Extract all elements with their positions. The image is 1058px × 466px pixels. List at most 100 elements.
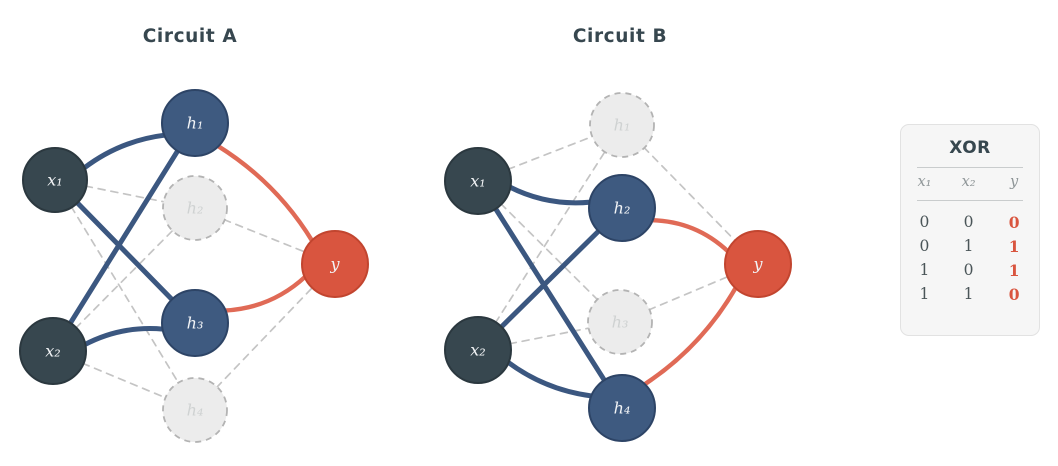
edge-h4-to-y (215, 286, 314, 389)
truth-table-header-x2: x₂ (961, 174, 976, 190)
truth-table-cell-y: 0 (1008, 212, 1020, 232)
node-circle-h1[interactable] (589, 92, 655, 158)
edge-h4-to-y (641, 285, 739, 387)
node-circle-h4[interactable] (162, 377, 228, 443)
edge-x1-to-h3 (74, 199, 176, 303)
edge-x1-to-h4 (70, 205, 180, 385)
node-h2[interactable]: h₂ (162, 175, 228, 241)
circuit-a-title: Circuit A (143, 26, 238, 47)
truth-table-title: XOR (949, 138, 991, 158)
truth-table-row: 0 1 1 (901, 234, 1039, 258)
edge-x1-to-h2 (506, 184, 594, 206)
truth-table-spacer (901, 203, 1039, 210)
node-y[interactable]: y (724, 230, 792, 298)
node-circle-x1[interactable] (444, 147, 512, 215)
node-circle-h1[interactable] (161, 89, 229, 157)
edge-x2-to-h3 (81, 326, 167, 348)
edge-x1-to-h1 (81, 132, 168, 171)
node-label-x1: x₁ (470, 172, 485, 191)
node-label-h3: h₃ (612, 313, 629, 332)
rule-line (917, 199, 1023, 201)
truth-table-cell-y: 1 (1008, 260, 1020, 280)
node-circle-x2[interactable] (444, 316, 512, 384)
circuit-a: x₁ x₂ h₁ h₂ h₃ h₄ y Circuit A (19, 26, 369, 443)
edge-h2-to-y (222, 218, 307, 253)
truth-table-row: 1 0 1 (901, 258, 1039, 282)
edge-h1-to-y (215, 143, 315, 244)
node-x1[interactable]: x₁ (22, 147, 88, 213)
truth-table-cell-x1: 1 (919, 261, 930, 279)
edge-h3-to-y (222, 274, 308, 313)
truth-table-cell-x2: 0 (963, 261, 974, 279)
truth-table-top-rule (917, 167, 1023, 168)
node-h3[interactable]: h₃ (161, 289, 229, 357)
node-x2[interactable]: x₂ (19, 317, 87, 385)
node-circle-y[interactable] (301, 230, 369, 298)
node-circle-x2[interactable] (19, 317, 87, 385)
edge-x2-to-h1 (67, 147, 181, 327)
truth-table-cell-x2: 1 (963, 237, 974, 255)
truth-table-header-row: x₁ x₂ y (901, 168, 1039, 197)
edge-x2-to-h3 (508, 327, 591, 345)
edge-x2-to-h4 (505, 359, 595, 399)
truth-table-header-y: y (1010, 174, 1019, 190)
truth-table-cell-y: 0 (1008, 284, 1020, 304)
truth-table-row: 0 0 0 (901, 210, 1039, 234)
node-label-h1: h₁ (614, 116, 631, 135)
edge-h3-to-y (647, 275, 730, 311)
truth-table-body: 0 0 0 0 1 1 1 0 1 1 1 0 (901, 210, 1039, 306)
edge-h1-to-y (642, 146, 737, 242)
truth-table: x₁ x₂ y 0 0 0 0 1 1 1 0 1 1 1 0 (901, 168, 1039, 306)
edge-x2-to-h4 (81, 362, 168, 399)
node-x2[interactable]: x₂ (444, 316, 512, 384)
truth-table-cell-x1: 1 (919, 285, 930, 303)
edge-h2-to-y (649, 217, 731, 255)
node-circle-h3[interactable] (587, 289, 653, 355)
edge-x1-to-h1 (506, 135, 594, 171)
truth-table-row: 1 1 0 (901, 282, 1039, 306)
circuit-b: x₁ x₂ h₁ h₂ h₃ h₄ y Circuit B (444, 26, 792, 442)
node-h4[interactable]: h₄ (162, 377, 228, 443)
truth-table-cell-x1: 0 (919, 213, 930, 231)
node-h2[interactable]: h₂ (588, 174, 656, 242)
edge-x1-to-h4 (492, 205, 608, 384)
edge-x1-to-h3 (499, 202, 599, 302)
node-h4[interactable]: h₄ (588, 374, 656, 442)
node-x1[interactable]: x₁ (444, 147, 512, 215)
node-y[interactable]: y (301, 230, 369, 298)
node-label-h2: h₂ (614, 199, 631, 218)
truth-table-header-rule-cell (901, 197, 1039, 203)
node-label-x2: x₂ (470, 341, 485, 360)
truth-table-cell-x1: 0 (919, 237, 930, 255)
truth-table-cell-x2: 0 (963, 213, 974, 231)
node-label-h2: h₂ (187, 199, 204, 218)
edge-x2-to-h2 (498, 227, 602, 331)
circuit-b-edges (492, 135, 739, 399)
node-label-x2: x₂ (45, 342, 60, 361)
node-h1[interactable]: h₁ (589, 92, 655, 158)
node-label-y: y (329, 255, 340, 274)
node-label-x1: x₁ (47, 171, 62, 190)
truth-table-header-x1: x₁ (917, 174, 932, 190)
edge-x2-to-h2 (74, 229, 175, 330)
truth-table-header-rule (901, 197, 1039, 203)
circuit-b-title: Circuit B (573, 26, 667, 47)
node-circle-h2[interactable] (588, 174, 656, 242)
node-circle-h2[interactable] (162, 175, 228, 241)
node-label-h4: h₄ (187, 401, 204, 420)
truth-table-spacer-cell (901, 203, 1039, 210)
node-circle-x1[interactable] (22, 147, 88, 213)
truth-table-cell-y: 1 (1008, 236, 1020, 256)
node-h1[interactable]: h₁ (161, 89, 229, 157)
truth-table-cell-x2: 1 (963, 285, 974, 303)
circuit-a-edges (67, 132, 315, 399)
node-circle-h4[interactable] (588, 374, 656, 442)
node-label-y: y (752, 255, 763, 274)
node-label-h3: h₃ (187, 314, 204, 333)
node-circle-y[interactable] (724, 230, 792, 298)
node-label-h4: h₄ (614, 399, 631, 418)
node-h3[interactable]: h₃ (587, 289, 653, 355)
node-circle-h3[interactable] (161, 289, 229, 357)
